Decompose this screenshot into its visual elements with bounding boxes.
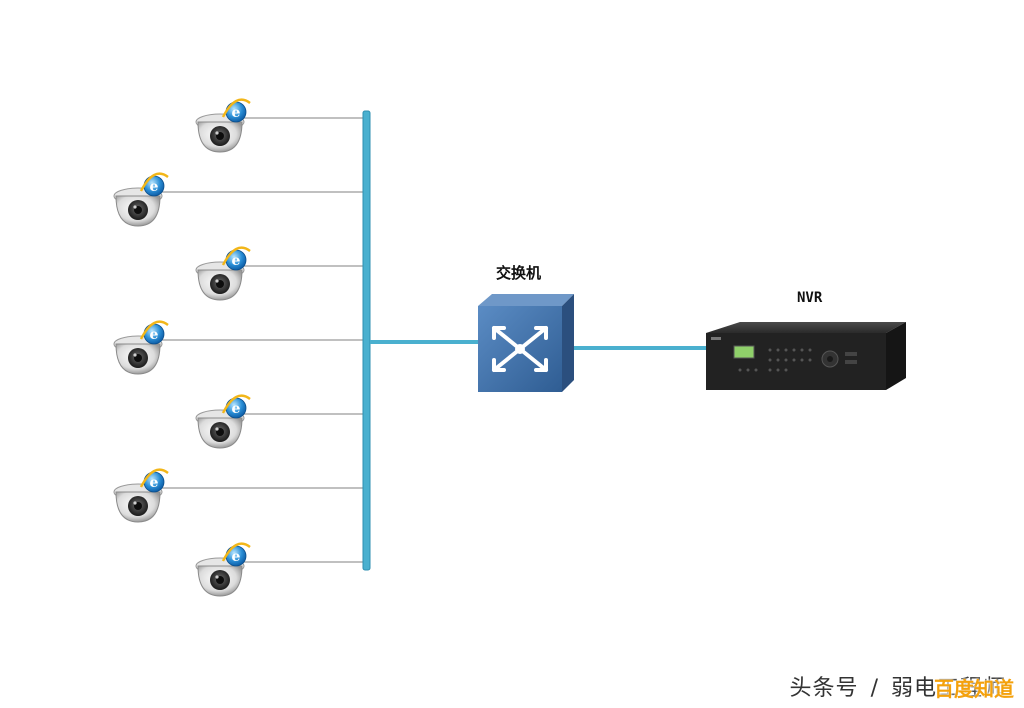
nvr-device-icon [706,322,906,390]
switch-label: 交换机 [496,264,542,282]
watermark-separator: / [870,676,879,701]
network-globe-icon: e [221,542,251,567]
network-globe-icon: e [139,468,169,493]
camera-wires [160,117,363,563]
svg-text:e: e [150,327,159,343]
nvr-label: NVR [797,290,823,306]
watermark-author: 弱电工程师 [890,676,1006,701]
network-globe-icon: e [139,320,169,345]
watermark-text: 头条号 / 弱电工程师 [790,670,1006,702]
svg-text:e: e [150,475,159,491]
network-globe-icon: e [221,98,251,123]
brand-logo-text: 百度知道 [934,677,1014,701]
network-globe-icon: e [221,394,251,419]
dome-camera-icon [195,113,245,153]
dome-camera-icon [195,409,245,449]
svg-text:e: e [232,253,241,269]
dome-camera-icon [113,335,163,375]
network-globe-icon: e [139,172,169,197]
switch-icon [478,294,574,392]
network-globe-icon: e [221,246,251,271]
svg-text:e: e [232,549,241,565]
switch-to-nvr-link [570,346,710,350]
svg-text:e: e [232,401,241,417]
svg-text:e: e [150,179,159,195]
watermark-source: 头条号 [789,676,859,701]
network-bus-bar [362,110,371,571]
bus-to-switch-link [370,340,480,344]
camera-group: e e e e e e e [113,98,251,597]
svg-text:e: e [232,105,241,121]
